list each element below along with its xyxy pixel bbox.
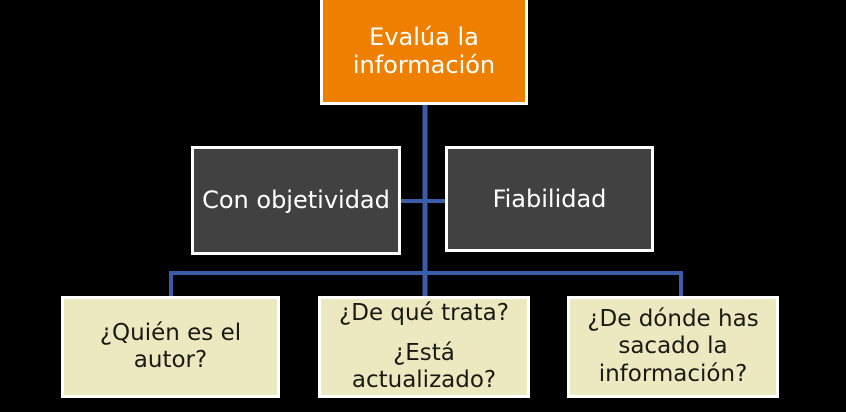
node-quien-es-el-autor[interactable]: ¿Quién es el autor?	[61, 296, 280, 398]
node-de-donde-has-sacado-la-informacion[interactable]: ¿De dónde has sacado la información?	[567, 296, 779, 398]
node-quien-es-el-autor-line-2: autor?	[133, 347, 208, 373]
node-con-objetividad-line-1: Con objetividad	[202, 186, 390, 215]
node-de-donde-line-1: ¿De dónde has	[587, 306, 759, 333]
node-esta-actualizado-line-2: actualizado?	[351, 367, 497, 394]
node-de-que-trata-esta-actualizado[interactable]: ¿De qué trata? ¿Está actualizado?	[318, 296, 530, 398]
node-de-donde-line-2: sacado la	[618, 333, 728, 360]
node-root-line-1: Evalúa la	[369, 22, 479, 51]
node-esta-actualizado-line-1: ¿Está	[393, 339, 455, 366]
node-fiabilidad-line-1: Fiabilidad	[492, 184, 607, 213]
node-de-donde-line-3: información?	[598, 360, 748, 387]
node-fiabilidad[interactable]: Fiabilidad	[445, 146, 654, 252]
node-con-objetividad[interactable]: Con objetividad	[191, 146, 401, 255]
node-de-que-trata-group-1: ¿De qué trata?	[339, 300, 509, 327]
node-de-donde-group-1: ¿De dónde has sacado la información?	[587, 306, 758, 387]
node-root-line-2: información	[352, 51, 496, 79]
node-evalua-la-informacion[interactable]: Evalúa la información	[320, 0, 528, 105]
node-quien-es-el-autor-line-1: ¿Quién es el	[99, 319, 242, 346]
node-quien-es-el-autor-group-1: ¿Quién es el autor?	[100, 320, 241, 374]
node-esta-actualizado-group-2: ¿Está actualizado?	[352, 340, 496, 394]
node-de-que-trata-line-1: ¿De qué trata?	[339, 299, 509, 326]
